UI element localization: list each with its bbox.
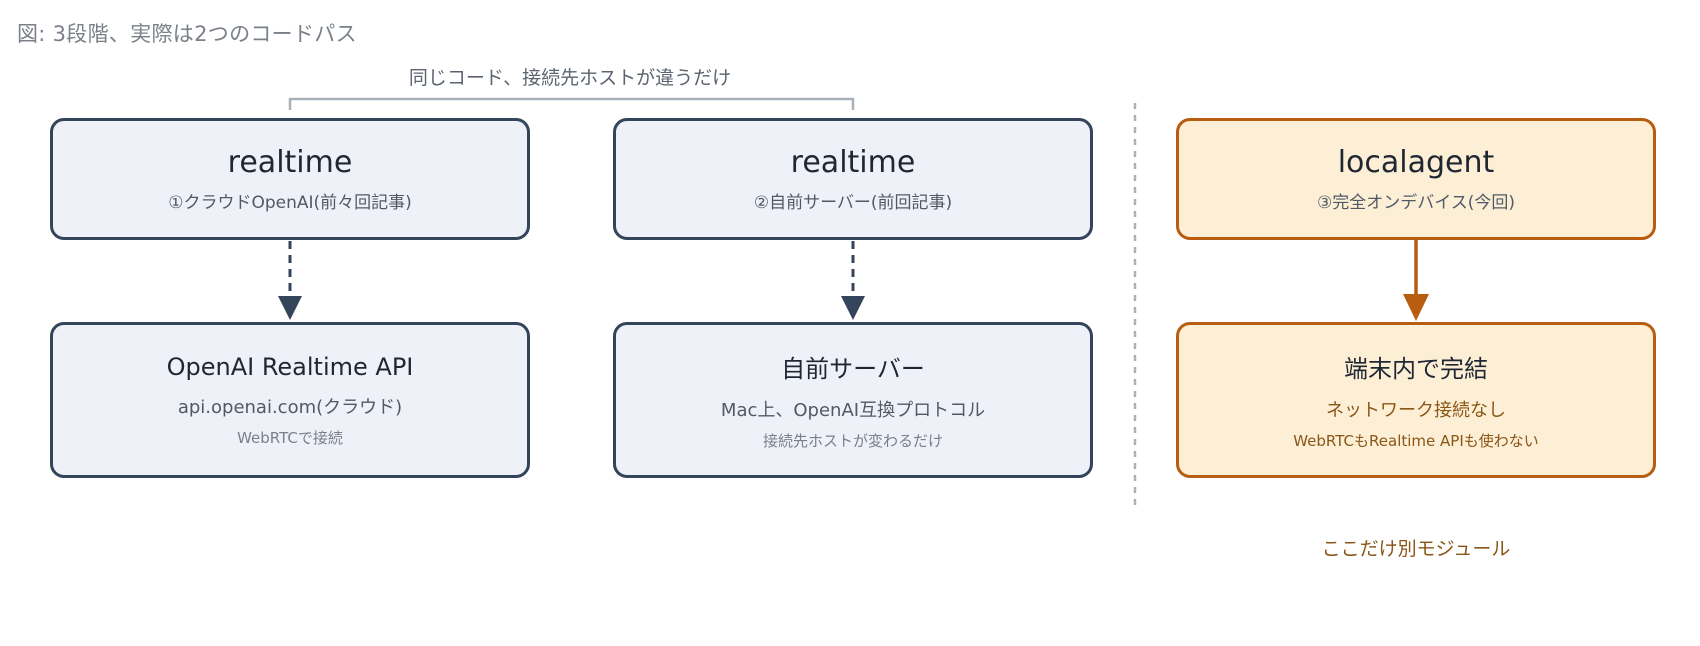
box-note: WebRTCもRealtime APIも使わない bbox=[1293, 432, 1539, 450]
box-subtitle: ネットワーク接続なし bbox=[1326, 400, 1506, 421]
arrowhead-3 bbox=[1403, 294, 1429, 321]
box-subtitle: api.openai.com(クラウド) bbox=[177, 396, 403, 418]
box-title: realtime bbox=[227, 145, 353, 180]
realtime-cloud-box: realtime ①クラウドOpenAI(前々回記事) bbox=[50, 118, 530, 240]
bracket-label: 同じコード、接続先ホストが違うだけ bbox=[408, 67, 732, 89]
openai-realtime-api-box: OpenAI Realtime API api.openai.com(クラウド)… bbox=[50, 322, 530, 478]
arrowhead-2 bbox=[841, 296, 865, 320]
arrowhead-1 bbox=[278, 296, 302, 320]
box-subtitle: ②自前サーバー(前回記事) bbox=[753, 193, 953, 213]
box-title: realtime bbox=[790, 145, 916, 180]
box-subtitle: ③完全オンデバイス(今回) bbox=[1317, 193, 1515, 213]
self-server-box: 自前サーバー Mac上、OpenAI互換プロトコル 接続先ホストが変わるだけ bbox=[613, 322, 1093, 478]
box-subtitle: ①クラウドOpenAI(前々回記事) bbox=[168, 193, 412, 213]
box-title: 自前サーバー bbox=[781, 355, 925, 383]
separate-module-label: ここだけ別モジュール bbox=[1321, 538, 1511, 560]
realtime-selfhost-box: realtime ②自前サーバー(前回記事) bbox=[613, 118, 1093, 240]
box-note: WebRTCで接続 bbox=[237, 428, 343, 447]
box-note: 接続先ホストが変わるだけ bbox=[762, 432, 943, 450]
localagent-box: localagent ③完全オンデバイス(今回) bbox=[1176, 118, 1656, 240]
figure-caption: 図: 3段階、実際は2つのコードパス bbox=[17, 22, 357, 46]
box-subtitle: Mac上、OpenAI互換プロトコル bbox=[720, 400, 986, 421]
bracket bbox=[288, 97, 855, 110]
box-title: OpenAI Realtime API bbox=[166, 352, 414, 381]
box-title: localagent bbox=[1337, 145, 1495, 180]
on-device-box: 端末内で完結 ネットワーク接続なし WebRTCもRealtime APIも使わ… bbox=[1176, 322, 1656, 478]
box-title: 端末内で完結 bbox=[1344, 355, 1488, 383]
